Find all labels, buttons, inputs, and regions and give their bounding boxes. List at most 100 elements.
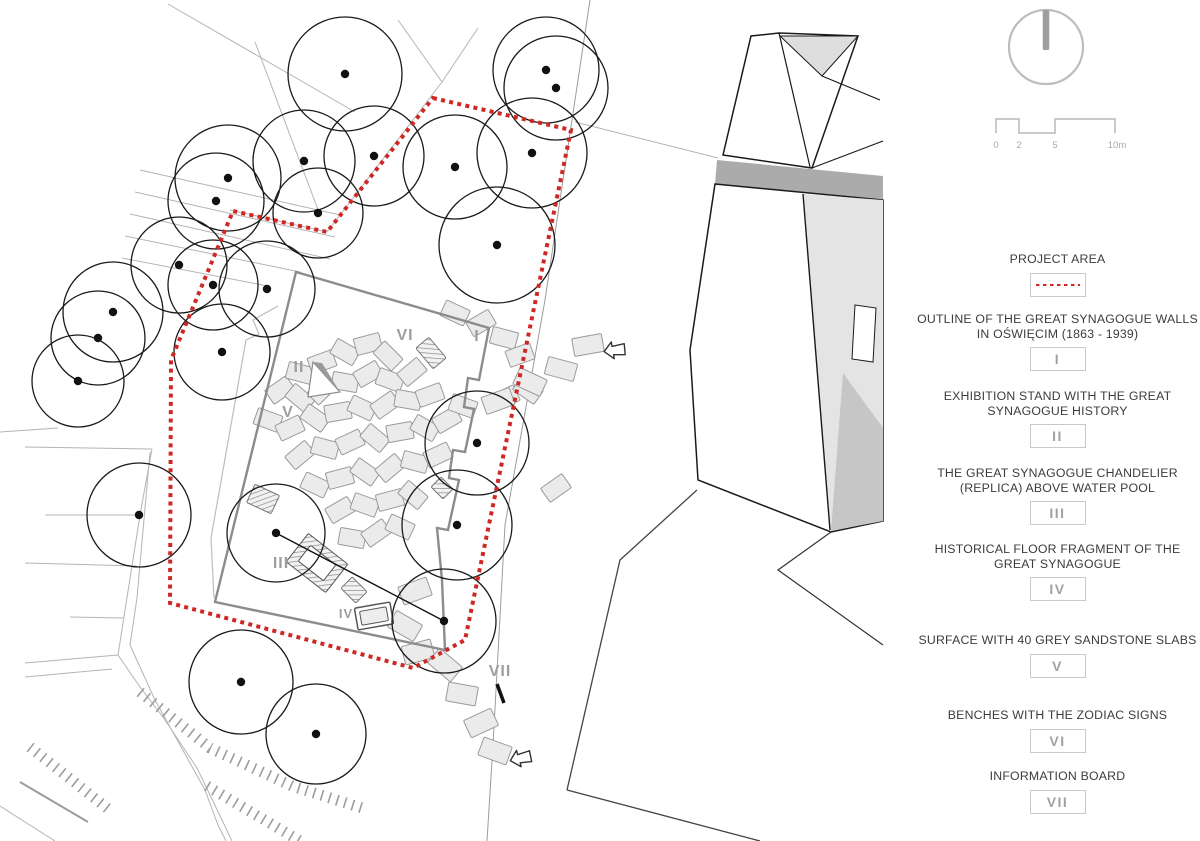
tree-trunk-dot <box>452 520 462 530</box>
tree-canopy <box>424 390 530 496</box>
plan-label-III: III <box>273 555 289 572</box>
sandstone-slab <box>374 453 406 483</box>
tree-trunk-dot <box>527 148 537 158</box>
legend-item-synagogue-outline: OUTLINE OF THE GREAT SYNAGOGUE WALLS IN … <box>900 312 1200 371</box>
sandstone-slab <box>409 414 441 442</box>
project-area-dashed-line-sample <box>1035 283 1080 286</box>
bench-zodiac <box>431 477 453 499</box>
building-roof-ridge <box>821 75 881 101</box>
legend-numeral-box: VI <box>1029 728 1086 753</box>
tree-canopy <box>167 239 259 331</box>
legend-numeral: II <box>1052 428 1063 444</box>
tree-trunk-dot <box>217 347 227 357</box>
sandstone-slab <box>274 414 306 442</box>
sandstone-slab <box>396 357 428 387</box>
plan-label-IV: IV <box>339 606 353 621</box>
plot-boundary-line <box>566 489 698 791</box>
tree-trunk-dot <box>299 156 309 166</box>
sandstone-slab <box>359 423 391 453</box>
tree-trunk-dot <box>311 729 321 739</box>
legend-item-label: EXHIBITION STAND WITH THE GREAT SYNAGOGU… <box>943 389 1172 418</box>
tree-canopy <box>173 303 271 401</box>
tree-canopy <box>174 124 282 232</box>
legend-item-label: PROJECT AREA <box>1009 252 1106 266</box>
scale-label-5: 5 <box>1052 140 1057 151</box>
tree-canopy <box>252 109 356 213</box>
legend-item-sandstone-surface: SURFACE WITH 40 GREY SANDSTONE SLABS V <box>900 633 1200 678</box>
road-line <box>129 451 227 841</box>
sandstone-slab <box>385 421 415 443</box>
tree-trunk-dot <box>211 196 221 206</box>
sandstone-slab <box>325 466 355 490</box>
sandstone-slab <box>360 518 392 548</box>
legend-item-benches: BENCHES WITH THE ZODIAC SIGNS VI <box>900 708 1200 753</box>
parking-hatch <box>204 781 303 841</box>
tree-trunk-dot <box>108 307 118 317</box>
parking-hatch <box>26 742 116 817</box>
sandstone-slab <box>422 441 454 469</box>
scale-bar <box>995 118 1116 134</box>
tree-trunk-dot <box>369 151 379 161</box>
legend-numeral-box: II <box>1029 424 1086 448</box>
sandstone-slab <box>334 428 366 456</box>
sandstone-slab <box>384 513 416 541</box>
plan-label-VI: VI <box>396 327 413 344</box>
legend-item-label: HISTORICAL FLOOR FRAGMENT OF THE GREAT S… <box>934 542 1181 571</box>
tree-trunk-dot <box>340 69 350 79</box>
sandstone-slab <box>571 333 605 357</box>
sandstone-slab <box>284 440 316 470</box>
tree-trunk-dot <box>134 510 144 520</box>
plan-label-I: I <box>474 328 479 345</box>
tree-canopy <box>492 16 600 124</box>
building-roof-ridge <box>778 32 811 168</box>
sandstone-slab <box>324 496 356 524</box>
road-line <box>24 668 113 678</box>
tree-canopy <box>438 186 556 304</box>
legend-item-label: BENCHES WITH THE ZODIAC SIGNS <box>947 708 1168 722</box>
building-roof-notch <box>851 304 877 363</box>
tree-canopy <box>402 114 508 220</box>
parcel-line <box>24 446 153 450</box>
entrance-arrow <box>509 749 533 768</box>
road-line <box>24 654 119 664</box>
sandstone-slab <box>504 342 536 368</box>
plan-label-VII: VII <box>489 663 512 680</box>
tree-canopy <box>218 240 316 338</box>
legend-item-label: SURFACE WITH 40 GREY SANDSTONE SLABS <box>918 633 1197 647</box>
legend-item-label: INFORMATION BOARD <box>989 769 1126 783</box>
legend-numeral-box: III <box>1029 501 1086 525</box>
legend-numeral-box: I <box>1029 347 1086 371</box>
tree-canopy <box>188 629 294 735</box>
information-board-mark <box>495 683 506 704</box>
building-roof-ridge <box>802 193 831 531</box>
sandstone-slab <box>264 375 296 405</box>
sandstone-slab <box>299 471 331 499</box>
legend-item-label: THE GREAT SYNAGOGUE CHANDELIER (REPLICA)… <box>937 466 1178 495</box>
building-roof-plane <box>778 35 860 77</box>
parcel-line <box>124 235 301 273</box>
parking-hatch <box>136 687 364 814</box>
tree-canopy <box>272 167 364 259</box>
tree-canopy <box>323 105 425 207</box>
scale-label-0: 0 <box>993 140 998 151</box>
parcel-line <box>229 209 328 233</box>
legend-numeral: IV <box>1049 581 1066 597</box>
tree-canopy <box>401 469 513 581</box>
legend-item-information-board: INFORMATION BOARD VII <box>900 769 1200 814</box>
sandstone-slab <box>400 450 430 474</box>
sandstone-slab <box>463 708 499 738</box>
sandstone-slab <box>299 403 331 433</box>
tree-trunk-dot <box>236 677 246 687</box>
legend-item-project-area: PROJECT AREA <box>900 252 1200 297</box>
building-roof-ridge <box>811 140 884 169</box>
north-arrow-needle <box>1042 10 1050 50</box>
project-area-boundary <box>167 95 574 671</box>
tree-trunk-dot <box>313 208 323 218</box>
building-roof-plane <box>831 373 883 531</box>
sandstone-slab <box>414 382 446 408</box>
sandstone-slab <box>465 309 497 337</box>
legend: PROJECT AREA OUTLINE OF THE GREAT SYNAGO… <box>900 0 1200 841</box>
tree-trunk-dot <box>208 280 218 290</box>
sandstone-slab <box>540 473 572 503</box>
parcel-line <box>139 169 341 216</box>
